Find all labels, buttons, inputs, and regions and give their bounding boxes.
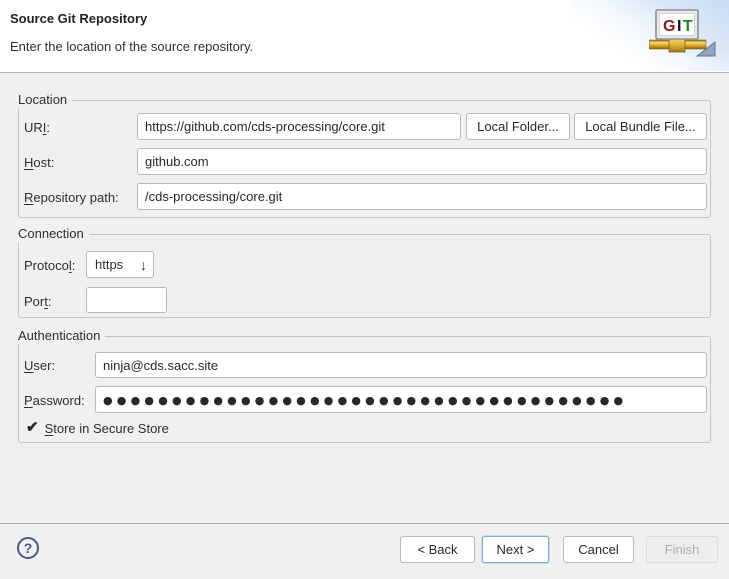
protocol-value: https [95,257,124,272]
svg-text:GIT: GIT [663,18,693,35]
git-letter-i: I [677,18,681,35]
repository-path-input[interactable] [137,183,707,210]
connection-group-label: Connection [18,226,89,242]
header-separator [0,72,729,73]
back-button[interactable]: < Back [400,536,475,563]
uri-input[interactable] [137,113,461,140]
port-input[interactable] [86,287,167,313]
chevron-down-icon: ↓ [140,256,147,273]
checkbox-check-icon: ✔ [26,419,39,436]
git-letter-g: G [663,18,675,35]
location-group-label: Location [18,92,73,108]
user-label: User: [24,358,56,373]
port-label: Port: [24,294,52,309]
host-label: Host: [24,155,55,170]
connection-group: Connection [18,226,711,318]
header-banner [569,0,729,71]
finish-button: Finish [646,536,718,563]
repository-path-label: Repository path: [24,190,119,205]
local-folder-button[interactable]: Local Folder... [466,113,570,140]
authentication-group: Authentication [18,328,711,443]
page-subtitle: Enter the location of the source reposit… [10,39,254,54]
password-label: Password: [24,393,85,408]
authentication-group-label: Authentication [18,328,106,344]
password-input[interactable] [95,386,707,413]
git-letter-t: T [683,18,693,35]
question-icon: ? [23,540,33,556]
uri-label: URI: [24,120,51,135]
footer-separator [0,523,729,524]
git-network-icon: GIT [649,9,716,57]
local-bundle-file-button[interactable]: Local Bundle File... [574,113,707,140]
store-checkbox-label: Store in Secure Store [44,420,169,436]
protocol-label: Protocol: [24,258,76,273]
host-input[interactable] [137,148,707,175]
store-in-secure-store-checkbox[interactable]: ✔ Store in Secure Store [26,419,169,437]
location-group: Location [18,92,711,218]
wizard-header: Source Git Repository Enter the location… [0,0,729,72]
next-button[interactable]: Next > [482,536,549,563]
help-button[interactable]: ? [17,537,39,559]
protocol-dropdown[interactable]: https ↓ [86,251,154,278]
user-input[interactable] [95,352,707,378]
page-title: Source Git Repository [10,11,148,26]
cancel-button[interactable]: Cancel [563,536,634,563]
